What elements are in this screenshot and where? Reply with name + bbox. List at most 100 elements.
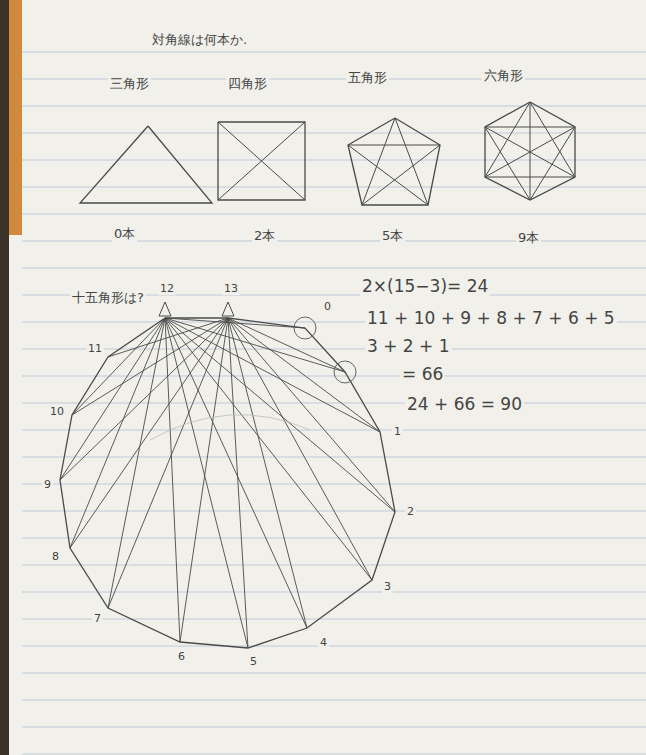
ruled-line	[22, 52, 646, 53]
vertex-number: 0	[322, 300, 333, 313]
vertex-number: 12	[158, 282, 176, 295]
vertex-number: 2	[405, 505, 416, 518]
equation: 11 + 10 + 9 + 8 + 7 + 6 + 5	[365, 308, 617, 328]
start-mark	[159, 302, 171, 316]
vertex-number: 11	[86, 342, 104, 355]
vertex-number: 7	[92, 612, 103, 625]
polygon-figure: 四角形 2本	[212, 76, 312, 248]
equation: = 66	[400, 364, 445, 384]
polygon-figure: 五角形 5本	[340, 70, 450, 248]
shape-name: 四角形	[226, 76, 269, 92]
polygon-outline	[485, 102, 575, 200]
polygon-figure: 六角形 9本	[476, 68, 586, 248]
heading: 十五角形は?	[70, 290, 146, 306]
diagonal-line	[395, 118, 428, 205]
diagonal-line	[165, 318, 380, 432]
diagonal-line	[165, 318, 345, 372]
diagonal-line	[348, 145, 428, 205]
diagonal-line	[218, 122, 305, 200]
diagonal-line	[72, 318, 165, 415]
polygon-figure: 三角形0本	[70, 76, 220, 248]
vertex-circle	[294, 317, 316, 339]
diagonal-line	[362, 145, 440, 205]
polygon-shape	[340, 70, 450, 248]
ruled-line	[22, 592, 646, 593]
ruled-line	[22, 133, 646, 134]
vertex-number: 13	[222, 282, 240, 295]
diagonal-line	[72, 318, 228, 415]
diagonal-line	[60, 318, 228, 480]
diagonal-line	[108, 318, 228, 357]
diagonal-line	[530, 102, 531, 200]
ruled-line	[22, 268, 646, 269]
ruled-line	[22, 187, 646, 188]
diagonal-line	[228, 318, 372, 580]
equation: 24 + 66 = 90	[405, 394, 524, 414]
diagonal-line	[218, 122, 305, 200]
vertex-circle	[334, 361, 356, 383]
diagonal-line	[180, 318, 228, 642]
diagonal-line	[70, 318, 228, 548]
polygon-outline	[60, 318, 395, 648]
diagonal-count: 2本	[252, 228, 277, 244]
start-mark	[222, 302, 234, 316]
diagonal-line	[165, 318, 395, 512]
ruled-line	[22, 700, 646, 701]
diagonal-line	[228, 318, 345, 372]
notebook-edge	[0, 0, 9, 755]
polygon-shape	[476, 68, 586, 248]
ruled-line	[22, 349, 646, 350]
diagonal-line	[228, 318, 248, 648]
ruled-line	[22, 538, 646, 539]
vertex-number: 10	[48, 405, 66, 418]
diagonal-line	[485, 127, 575, 177]
ruled-line	[22, 160, 646, 161]
diagonal-line	[70, 318, 165, 548]
diagonal-line	[348, 145, 440, 146]
equation: 2×(15−3)= 24	[360, 276, 490, 296]
diagonal-line	[530, 127, 575, 200]
equation: 3 + 2 + 1	[365, 336, 452, 356]
diagonal-count: 9本	[516, 230, 541, 246]
diagonal-line	[165, 318, 307, 628]
ruled-line	[22, 484, 646, 485]
vertex-number: 5	[248, 655, 259, 668]
ruled-line	[22, 727, 646, 728]
notebook-cover	[9, 0, 22, 235]
ruled-line	[22, 376, 646, 377]
ruled-line	[22, 754, 646, 755]
diagonal-count: 5本	[380, 228, 405, 244]
ruled-line	[22, 106, 646, 107]
shape-name: 五角形	[346, 70, 389, 86]
ruled-line	[22, 673, 646, 674]
polygon-shape	[70, 76, 220, 248]
ruled-line	[22, 457, 646, 458]
ruled-line	[22, 646, 646, 647]
diagonal-line	[485, 127, 530, 200]
diagonal-line	[108, 318, 228, 608]
polygon-outline	[348, 118, 440, 205]
vertex-number: 9	[42, 478, 53, 491]
diagonal-line	[485, 177, 575, 178]
ruled-line	[22, 214, 646, 215]
diagonal-line	[60, 318, 165, 480]
diagonal-line	[485, 127, 575, 128]
vertex-number: 6	[176, 650, 187, 663]
polygon-shape	[212, 76, 312, 248]
page-title: 対角線は何本か.	[150, 32, 249, 48]
diagonal-line	[165, 318, 248, 648]
shape-name: 六角形	[482, 68, 525, 84]
vertex-number: 3	[382, 580, 393, 593]
ruled-line	[22, 403, 646, 404]
polygon-outline	[80, 126, 212, 203]
vertex-number: 8	[50, 550, 61, 563]
shape-name: 三角形	[108, 76, 151, 92]
diagonal-line	[485, 127, 575, 177]
faint-arc	[150, 415, 310, 440]
vertex-number: 1	[392, 425, 403, 438]
vertex-number: 4	[318, 636, 329, 649]
polygon-outline	[218, 122, 305, 200]
diagonal-line	[228, 318, 307, 628]
ruled-line	[22, 565, 646, 566]
